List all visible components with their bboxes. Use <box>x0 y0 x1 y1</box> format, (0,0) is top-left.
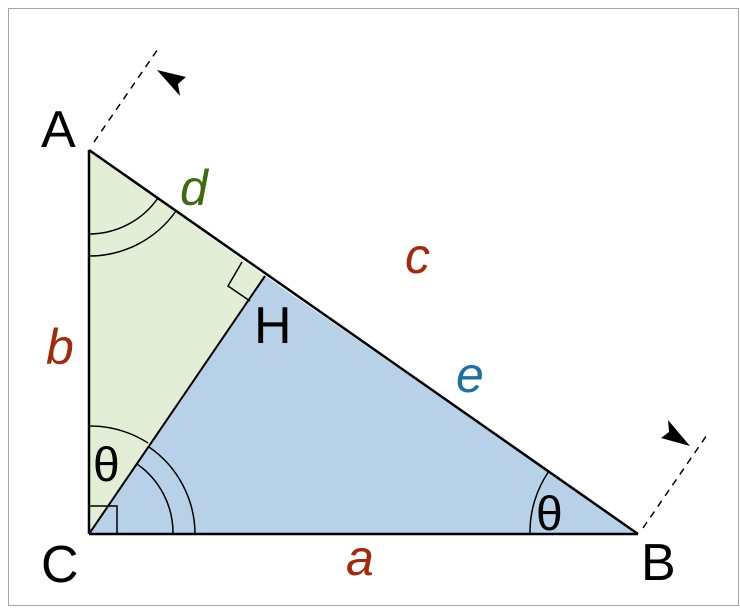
vertex-label-c: C <box>41 536 79 594</box>
angle-arc-a-inner <box>88 197 159 235</box>
arrowhead-a <box>157 70 186 96</box>
altitude-ch-line <box>88 275 266 535</box>
dashed-extension-b <box>642 431 710 529</box>
side-label-e: e <box>456 347 484 403</box>
angle-label-theta-c: θ <box>93 439 120 492</box>
dashed-extension-a <box>93 45 161 143</box>
angle-arc-c-outer <box>148 446 196 535</box>
angle-arc-b-theta <box>529 470 550 535</box>
triangle-bch-fill <box>89 276 638 534</box>
angle-arc-a-outer <box>88 210 177 257</box>
right-angle-mark-h <box>226 261 251 302</box>
side-label-b: b <box>46 319 74 375</box>
vertex-label-h: H <box>254 297 292 355</box>
side-label-a: a <box>346 530 374 586</box>
angle-label-theta-b: θ <box>536 488 563 541</box>
vertex-label-a: A <box>41 101 76 159</box>
angle-arc-c-inner <box>136 463 174 535</box>
side-c-line <box>88 148 639 536</box>
arrowhead-b <box>661 420 690 446</box>
angle-arc-c-theta <box>88 425 149 444</box>
side-label-d: d <box>180 160 210 216</box>
vertex-label-b: B <box>641 534 676 592</box>
side-label-c: c <box>405 228 430 284</box>
right-angle-mark-c <box>89 505 118 534</box>
